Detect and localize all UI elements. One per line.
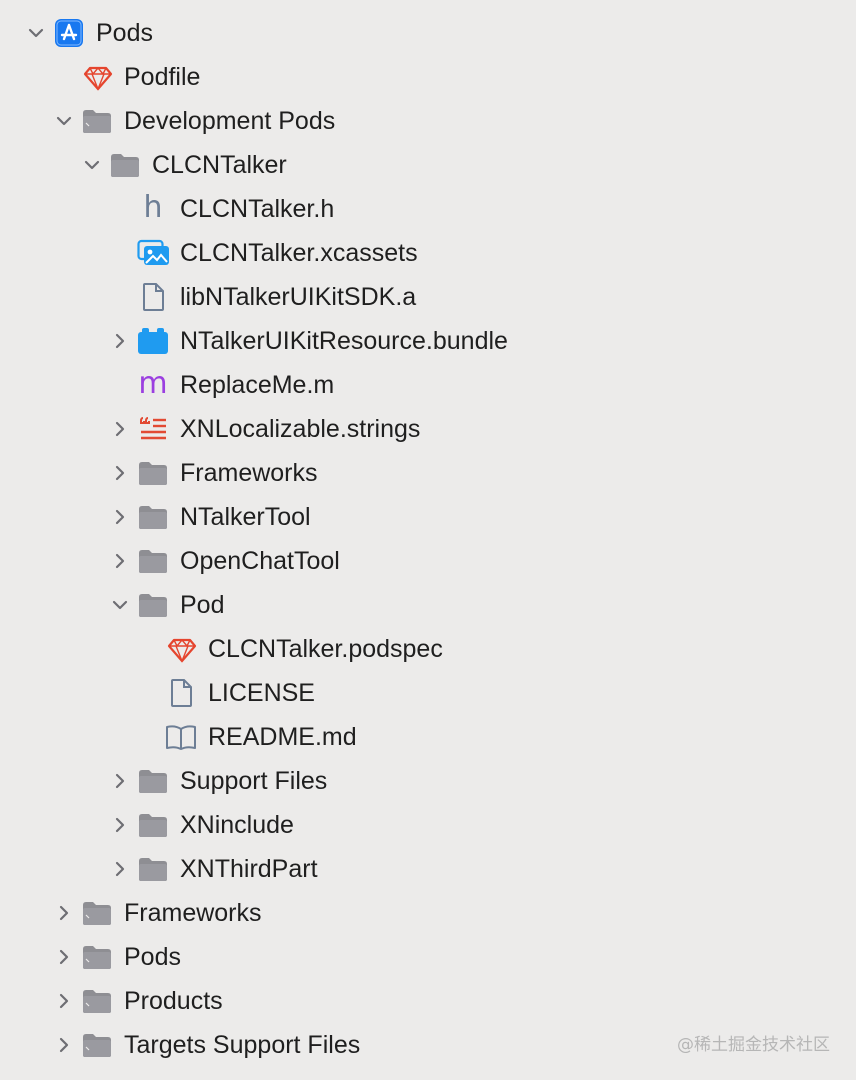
tree-label: Frameworks [180, 459, 318, 487]
group-folder-icon [81, 105, 113, 137]
tree-row-development-pods[interactable]: Development Pods [0, 99, 856, 143]
objc-source-icon: m [138, 366, 168, 401]
asset-catalog-icon [137, 237, 169, 269]
chevron-right-icon[interactable] [110, 551, 130, 571]
tree-label: NTalkerTool [180, 503, 311, 531]
tree-row-group-products[interactable]: Products [0, 979, 856, 1023]
folder-icon [137, 853, 169, 885]
tree-row-group-pods[interactable]: Pods [0, 935, 856, 979]
chevron-right-icon[interactable] [110, 815, 130, 835]
folder-icon [137, 545, 169, 577]
tree-label: LICENSE [208, 679, 315, 707]
tree-row-strings[interactable]: XNLocalizable.strings [0, 407, 856, 451]
tree-row-file[interactable]: m ReplaceMe.m [0, 363, 856, 407]
tree-row-file[interactable]: CLCNTalker.xcassets [0, 231, 856, 275]
tree-row-file[interactable]: CLCNTalker.podspec [0, 627, 856, 671]
tree-label: CLCNTalker.xcassets [180, 239, 418, 267]
tree-row-folder-frameworks[interactable]: Frameworks [0, 451, 856, 495]
tree-row-folder-openchattool[interactable]: OpenChatTool [0, 539, 856, 583]
tree-label: ReplaceMe.m [180, 371, 335, 399]
tree-label: libNTalkerUIKitSDK.a [180, 283, 417, 311]
tree-row-bundle[interactable]: NTalkerUIKitResource.bundle [0, 319, 856, 363]
chevron-right-icon[interactable] [110, 331, 130, 351]
tree-row-pods-root[interactable]: Pods [0, 11, 856, 55]
book-icon [165, 721, 197, 753]
tree-row-group-frameworks[interactable]: Frameworks [0, 891, 856, 935]
chevron-down-icon[interactable] [82, 155, 102, 175]
tree-label: Targets Support Files [124, 1031, 361, 1059]
tree-label: README.md [208, 723, 357, 751]
chevron-right-icon[interactable] [110, 463, 130, 483]
header-file-icon: h [143, 190, 163, 225]
chevron-right-icon[interactable] [110, 859, 130, 879]
tree-label: NTalkerUIKitResource.bundle [180, 327, 508, 355]
tree-label: Pod [180, 591, 225, 619]
chevron-right-icon[interactable] [54, 947, 74, 967]
folder-icon [137, 765, 169, 797]
document-icon [165, 677, 197, 709]
group-folder-icon [81, 941, 113, 973]
bundle-icon [137, 325, 169, 357]
tree-label: Pods [124, 943, 181, 971]
folder-icon [137, 589, 169, 621]
chevron-down-icon[interactable] [54, 111, 74, 131]
chevron-right-icon[interactable] [110, 507, 130, 527]
tree-row-file[interactable]: h CLCNTalker.h [0, 187, 856, 231]
ruby-icon [166, 633, 198, 665]
app-project-icon [53, 17, 85, 49]
chevron-right-icon[interactable] [54, 991, 74, 1011]
tree-row-file[interactable]: libNTalkerUIKitSDK.a [0, 275, 856, 319]
ruby-icon [82, 61, 114, 93]
tree-row-file[interactable]: LICENSE [0, 671, 856, 715]
document-icon [137, 281, 169, 313]
tree-label: CLCNTalker.h [180, 195, 335, 223]
strings-file-icon [137, 413, 169, 445]
tree-row-clcntalker[interactable]: CLCNTalker [0, 143, 856, 187]
group-folder-icon [81, 985, 113, 1017]
tree-label: Support Files [180, 767, 328, 795]
chevron-right-icon[interactable] [54, 1035, 74, 1055]
tree-label: Products [124, 987, 223, 1015]
tree-row-file[interactable]: README.md [0, 715, 856, 759]
tree-label: Frameworks [124, 899, 262, 927]
folder-icon [137, 457, 169, 489]
group-folder-icon [81, 897, 113, 929]
chevron-down-icon[interactable] [26, 23, 46, 43]
tree-row-folder-xnthirdpart[interactable]: XNThirdPart [0, 847, 856, 891]
folder-icon [137, 809, 169, 841]
folder-icon [137, 501, 169, 533]
tree-row-group-targets-support-files[interactable]: Targets Support Files [0, 1023, 856, 1067]
tree-row-folder-xninclude[interactable]: XNinclude [0, 803, 856, 847]
project-navigator: Pods Podfile Development Pods [0, 11, 856, 1067]
tree-label: OpenChatTool [180, 547, 340, 575]
tree-label: Development Pods [124, 107, 336, 135]
chevron-right-icon[interactable] [110, 419, 130, 439]
tree-label: Podfile [124, 63, 201, 91]
tree-label: XNThirdPart [180, 855, 318, 883]
tree-row-folder-pod[interactable]: Pod [0, 583, 856, 627]
tree-label: Pods [96, 19, 153, 47]
tree-label: XNLocalizable.strings [180, 415, 421, 443]
chevron-right-icon[interactable] [54, 903, 74, 923]
group-folder-icon [81, 1029, 113, 1061]
tree-row-folder-support-files[interactable]: Support Files [0, 759, 856, 803]
tree-label: CLCNTalker [152, 151, 287, 179]
tree-row-folder-ntalkertool[interactable]: NTalkerTool [0, 495, 856, 539]
tree-label: XNinclude [180, 811, 294, 839]
tree-row-podfile[interactable]: Podfile [0, 55, 856, 99]
watermark: @稀土掘金技术社区 [677, 1035, 830, 1055]
chevron-down-icon[interactable] [110, 595, 130, 615]
tree-label: CLCNTalker.podspec [208, 635, 443, 663]
chevron-right-icon[interactable] [110, 771, 130, 791]
folder-icon [109, 149, 141, 181]
